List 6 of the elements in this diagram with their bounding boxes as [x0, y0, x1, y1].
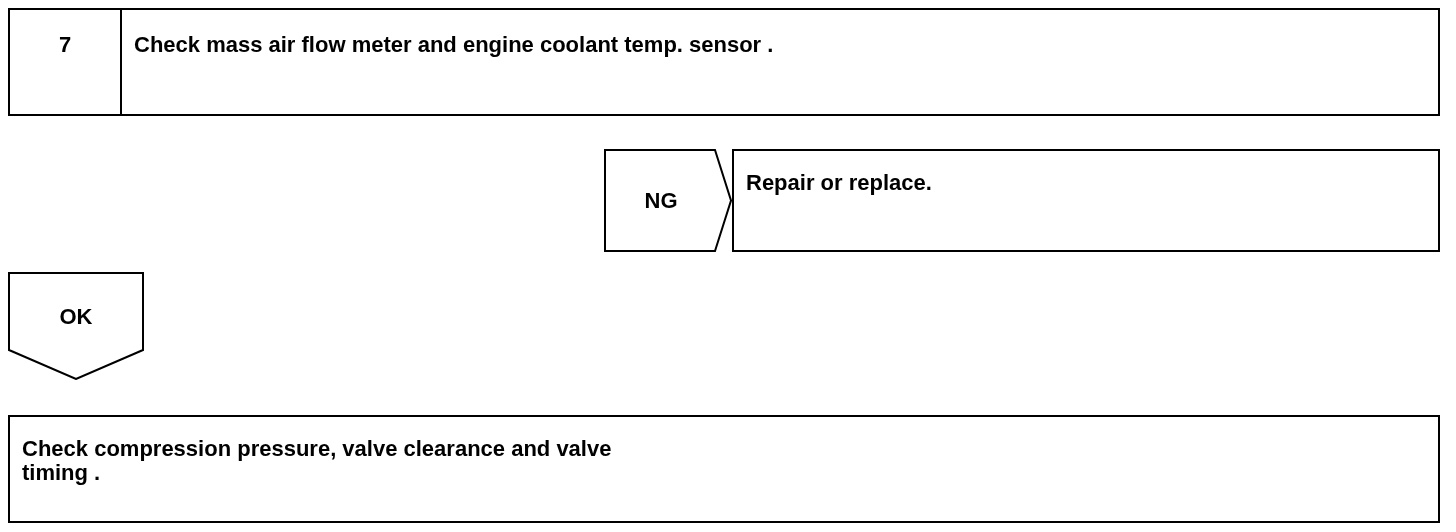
step-box: [8, 8, 1440, 116]
step-number: 7: [10, 10, 122, 114]
action-box: Check compression pressure, valve clearance and valve timing .: [8, 415, 1440, 523]
ok-label: OK: [59, 303, 93, 331]
ng-label: NG: [644, 187, 678, 215]
step-text: Check mass air flow meter and engine coolant temp. sensor .: [133, 31, 775, 59]
